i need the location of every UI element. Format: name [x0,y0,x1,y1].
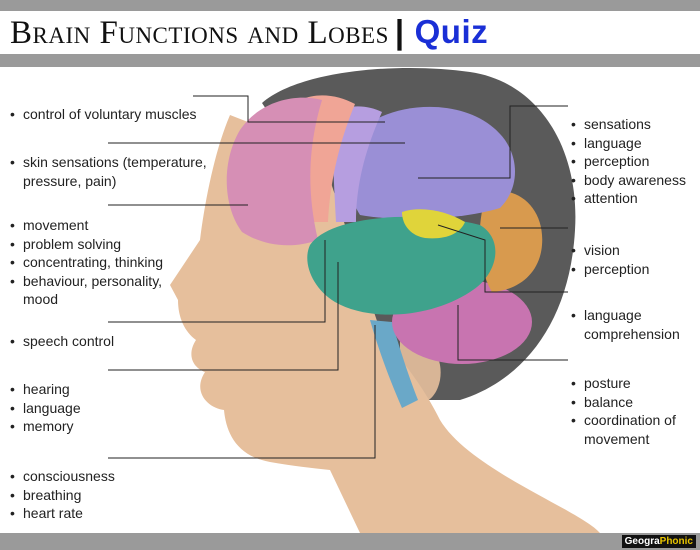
label-group-temporal-lobe: hearing language memory [10,380,170,436]
label-text: balance [584,393,634,410]
list-item: body awareness [571,171,696,190]
wernicke-area-shape [402,209,465,239]
label-text: problem solving [23,235,122,252]
title-main: Brain Functions and Lobes [10,15,389,51]
occipital-lobe-shape [479,190,543,292]
label-text: language [584,134,642,151]
list-item: hearing [10,380,170,399]
label-group-skin-sensations: skin sensations (temperature, pressure, … [10,153,210,190]
label-text: language comprehension [584,307,680,342]
label-text: language [23,399,81,416]
leader-line-voluntary-muscles [193,95,385,123]
label-text: perception [584,153,650,169]
title-separator: | [394,13,405,50]
label-group-frontal-lobe: movement problem solving concentrating, … [10,216,170,309]
label-group-cerebellum: posture balance coordination of movement [571,374,696,448]
label-text: speech control [23,333,115,349]
label-text: concentrating, thinking [23,254,164,270]
leader-line-brainstem [108,325,376,459]
diagram-area: control of voluntary muscles skin sensat… [0,67,700,533]
sensory-strip-shape [332,106,382,222]
parietal-lobe-shape [344,106,516,220]
label-group-wernicke-area: language comprehension [571,306,696,343]
logo-part2: Phonic [659,536,693,547]
list-item: control of voluntary muscles [10,105,210,124]
temporal-lobe-shape [307,216,496,315]
list-item: language [10,399,170,418]
list-item: behaviour, personality, mood [10,272,170,309]
list-item: vision [571,241,696,260]
label-text: control of voluntary muscles [23,106,197,122]
label-text: skin sensations (temperature, pressure, … [23,154,207,189]
top-bar [0,0,700,11]
list-item: balance [571,393,696,412]
list-item: memory [10,417,170,436]
label-text: hearing [23,381,70,397]
leader-line-cerebellum [457,305,568,361]
label-text: behaviour, personality, mood [23,272,163,308]
label-text: coordination of movement [584,412,676,447]
bottom-bar: GeograPhonic [0,533,700,550]
frontal-lobe-shape [226,97,322,246]
geographonic-logo[interactable]: GeograPhonic [621,535,696,548]
list-item: perception [571,152,696,171]
label-text: body awareness [584,171,686,188]
label-text: heart rate [23,505,83,521]
list-item: sensations [571,115,696,134]
label-group-brainstem: consciousness breathing heart rate [10,467,170,523]
label-text: vision [584,242,620,258]
label-text: breathing [23,486,82,503]
list-item: language [571,134,696,153]
leader-line-wernicke [437,224,568,293]
list-item: perception [571,260,696,279]
leader-lines [108,95,568,459]
list-item: speech control [10,332,170,351]
list-item: attention [571,189,696,208]
label-text: sensations [584,116,651,132]
label-text: memory [23,418,74,434]
brainstem-shape [370,320,418,408]
list-item: skin sensations (temperature, pressure, … [10,153,210,190]
list-item: language comprehension [571,306,696,343]
list-item: consciousness [10,467,170,486]
page-title: Brain Functions and Lobes|Quiz [10,13,488,52]
label-text: movement [23,217,89,233]
leader-line-temporal [108,262,339,371]
list-item: concentrating, thinking [10,253,170,272]
list-item: heart rate [10,504,170,523]
list-item: breathing [10,486,170,505]
brain-diagram [108,67,600,533]
list-item: posture [571,374,696,393]
header-band [0,54,700,67]
leader-line-parietal [418,105,568,179]
label-group-voluntary-muscles: control of voluntary muscles [10,105,210,124]
label-text: consciousness [23,468,115,484]
list-item: problem solving [10,235,170,254]
label-group-parietal-lobe: sensations language perception body awar… [571,115,696,208]
label-text: attention [584,190,638,206]
label-text: posture [584,375,631,391]
label-group-occipital-lobe: vision perception [571,241,696,278]
title-quiz: Quiz [414,13,489,50]
list-item: movement [10,216,170,235]
title-row: Brain Functions and Lobes|Quiz [0,11,700,54]
label-text: perception [584,260,650,277]
logo-part1: Geogra [624,536,660,547]
label-group-speech-control: speech control [10,332,170,351]
list-item: coordination of movement [571,411,696,448]
leader-line-speech [108,240,326,323]
